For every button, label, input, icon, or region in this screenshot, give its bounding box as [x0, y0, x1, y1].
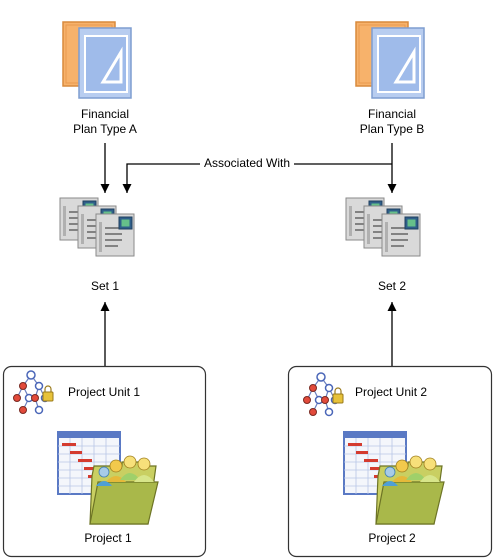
plan-type-b-label: Financial Plan Type B: [342, 107, 442, 137]
document-set-icon: [346, 198, 420, 256]
plan-type-a-label: Financial Plan Type A: [55, 107, 155, 137]
project-gantt-folder-icon: [57, 431, 159, 525]
set-2-label: Set 2: [377, 279, 407, 293]
project-unit-1-box: [2, 365, 207, 558]
organization-hierarchy-icon: [12, 370, 54, 415]
project-gantt-folder-icon: [343, 431, 445, 525]
financial-plan-document-icon: [61, 20, 133, 100]
associated-with-label: Associated With: [200, 156, 295, 171]
project-unit-2-label: Project Unit 2: [355, 385, 428, 399]
plan-type-b-line1: Financial: [367, 107, 417, 121]
project-2-label: Project 2: [368, 531, 416, 545]
project-unit-2-box: [287, 365, 493, 558]
financial-plan-document-icon: [354, 20, 426, 100]
project-1-label: Project 1: [84, 531, 132, 545]
organization-hierarchy-icon: [302, 372, 344, 417]
plan-type-a-line2: Plan Type A: [73, 122, 137, 136]
document-set-icon: [60, 198, 134, 256]
plan-type-a-line1: Financial: [80, 107, 130, 121]
set-1-label: Set 1: [90, 279, 120, 293]
associated-with-connector: [122, 163, 392, 193]
project-unit-1-label: Project Unit 1: [68, 385, 141, 399]
plan-type-b-line2: Plan Type B: [359, 122, 425, 136]
